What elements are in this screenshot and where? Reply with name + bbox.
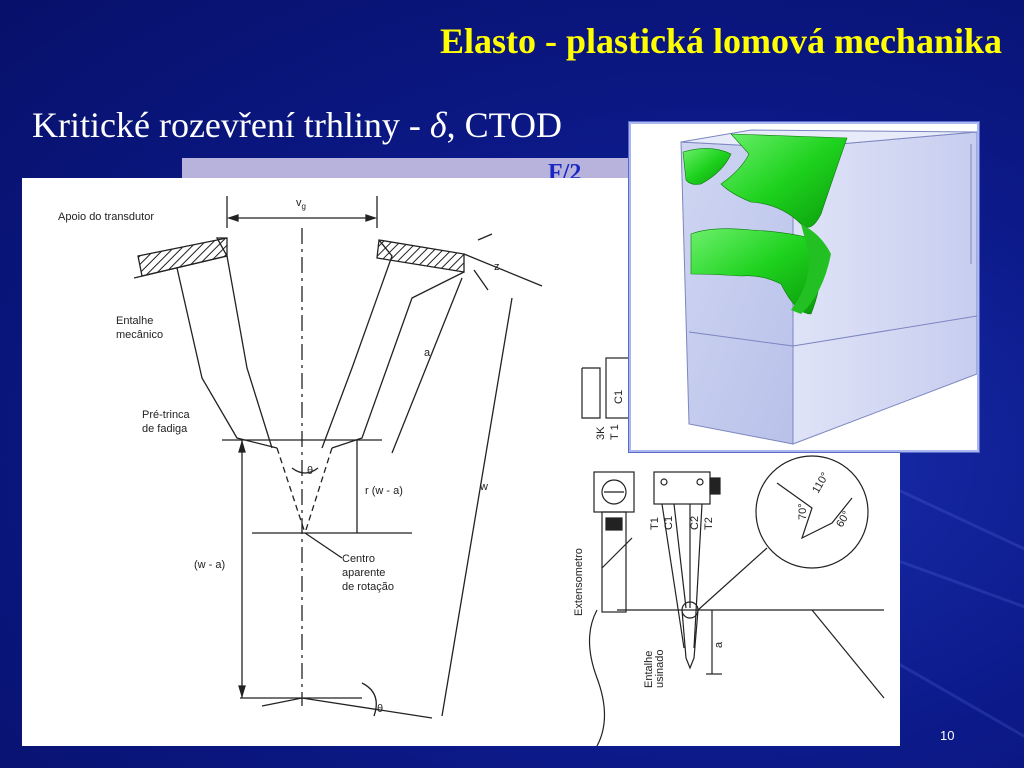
entalhe-usinado-label-2: usinado [654,649,666,688]
fracture-specimen-image [629,122,979,452]
theta-label-bottom: θ [377,703,383,715]
background-streak [899,560,1024,625]
w-minus-a-label: (w - a) [194,559,225,571]
angle-60-label: 60° [834,509,853,529]
theta-label-top: θ [307,465,313,477]
subtitle-prefix: Kritické rozevření trhliny - [32,105,430,145]
pretrinca-label-1: Pré-trinca [142,409,191,421]
centro-label-3: de rotação [342,581,394,593]
apoio-label: Apoio do transdutor [58,211,154,223]
top-3k-label: 3K [595,426,607,440]
delta-symbol: δ [429,105,447,145]
page-number: 10 [940,728,955,743]
slide-title: Elasto - plastická lomová mechanika [439,21,1002,61]
background-streak [879,480,1024,568]
entalhe-label-1: Entalhe [116,315,153,327]
left-specimen-drawing [133,196,543,719]
centro-label-2: aparente [342,567,385,579]
r-label: r (w - a) [365,485,403,497]
angle-110-label: 110° [810,471,831,496]
vg-label: vg [296,197,306,211]
c1-label: C1 [663,516,675,530]
w-label: w [479,481,488,493]
right-gauge-drawing [581,357,885,746]
slide-subtitle: Kritické rozevření trhliny - δ, CTOD [32,104,562,146]
a-label: a [424,347,431,359]
extensometro-label: Extensometro [573,548,585,616]
subtitle-suffix: , CTOD [446,105,562,145]
angle-70-label: 70° [797,503,809,520]
top-c1-label: C1 [613,390,625,404]
centro-label-1: Centro [342,553,375,565]
right-a-label: a [713,641,725,648]
specimen-3d-render [680,129,978,445]
c2-label: C2 [689,516,701,530]
top-t1-label: T 1 [609,424,621,440]
pretrinca-label-2: de fadiga [142,423,188,435]
entalhe-usinado-label-1: Entalhe [643,651,655,688]
z-label: z [494,261,500,273]
entalhe-label-2: mecânico [116,329,163,341]
t2-label: T2 [703,517,715,530]
t1-label: T1 [649,517,661,530]
ctod-diagram: vg z a w r (w - a) (w - a) θ θ Apoio do … [58,196,885,746]
